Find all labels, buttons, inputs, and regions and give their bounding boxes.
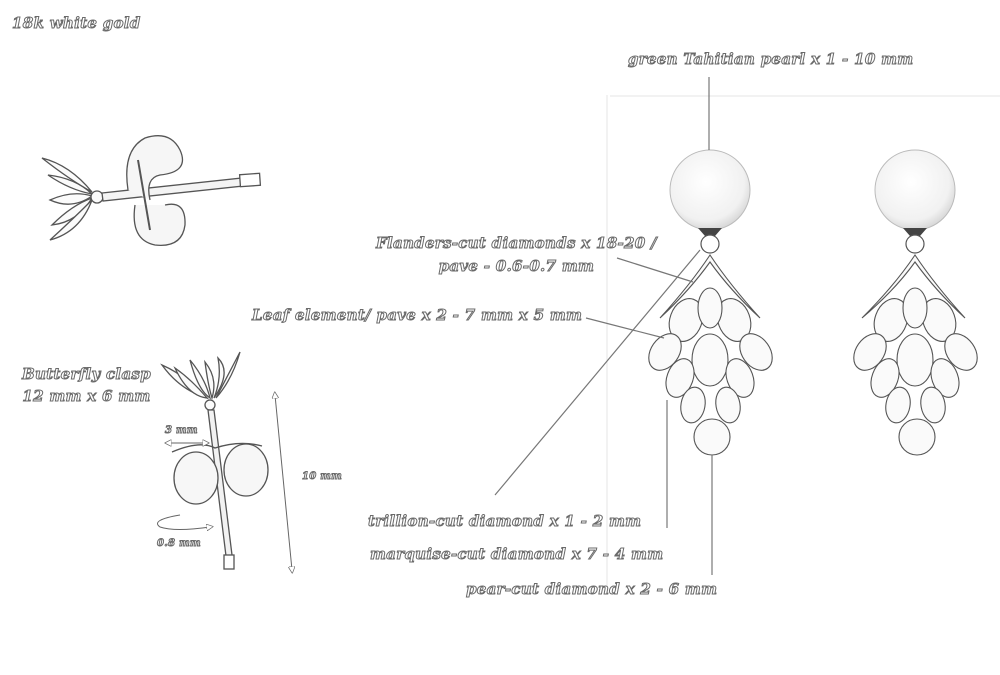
leader-lines	[494, 77, 713, 575]
clasp-title-line2: 12 mm x 6 mm	[22, 387, 151, 406]
clasp-front-view	[160, 351, 269, 570]
earring-annotated	[648, 149, 773, 456]
callout-leaf-element: Leaf element/ pave x 2 - 7 mm x 5 mm	[251, 306, 583, 325]
clasp-height-dimension: 10 mm	[301, 471, 343, 483]
callout-pearl: green Tahitian pearl x 1 - 10 mm	[627, 50, 914, 69]
clasp-title-line1: Butterfly clasp	[22, 365, 152, 384]
callout-marquise-diamond: marquise-cut diamond x 7 - 4 mm	[369, 545, 664, 564]
callout-flanders-diamonds: Flanders-cut diamonds x 18-20 / pave - 0…	[376, 232, 657, 278]
clasp-post-dimension: 0.8 mm	[157, 538, 202, 550]
earring-plain	[853, 149, 978, 456]
frame-guides	[606, 95, 1000, 590]
clasp-width-dimension: 3 mm	[165, 425, 199, 437]
clasp-side-view	[41, 135, 262, 246]
clasp-dimension-arrows	[157, 395, 293, 570]
callout-flanders-line2: pave - 0.6-0.7 mm	[438, 257, 595, 276]
callout-pear-diamond: pear-cut diamond x 2 - 6 mm	[465, 580, 718, 599]
callout-trillion-diamond: trillion-cut diamond x 1 - 2 mm	[367, 512, 642, 531]
material-title: 18k white gold	[12, 14, 141, 33]
callout-flanders-line1: Flanders-cut diamonds x 18-20 /	[376, 234, 657, 253]
clasp-title: Butterfly clasp 12 mm x 6 mm	[22, 363, 152, 407]
